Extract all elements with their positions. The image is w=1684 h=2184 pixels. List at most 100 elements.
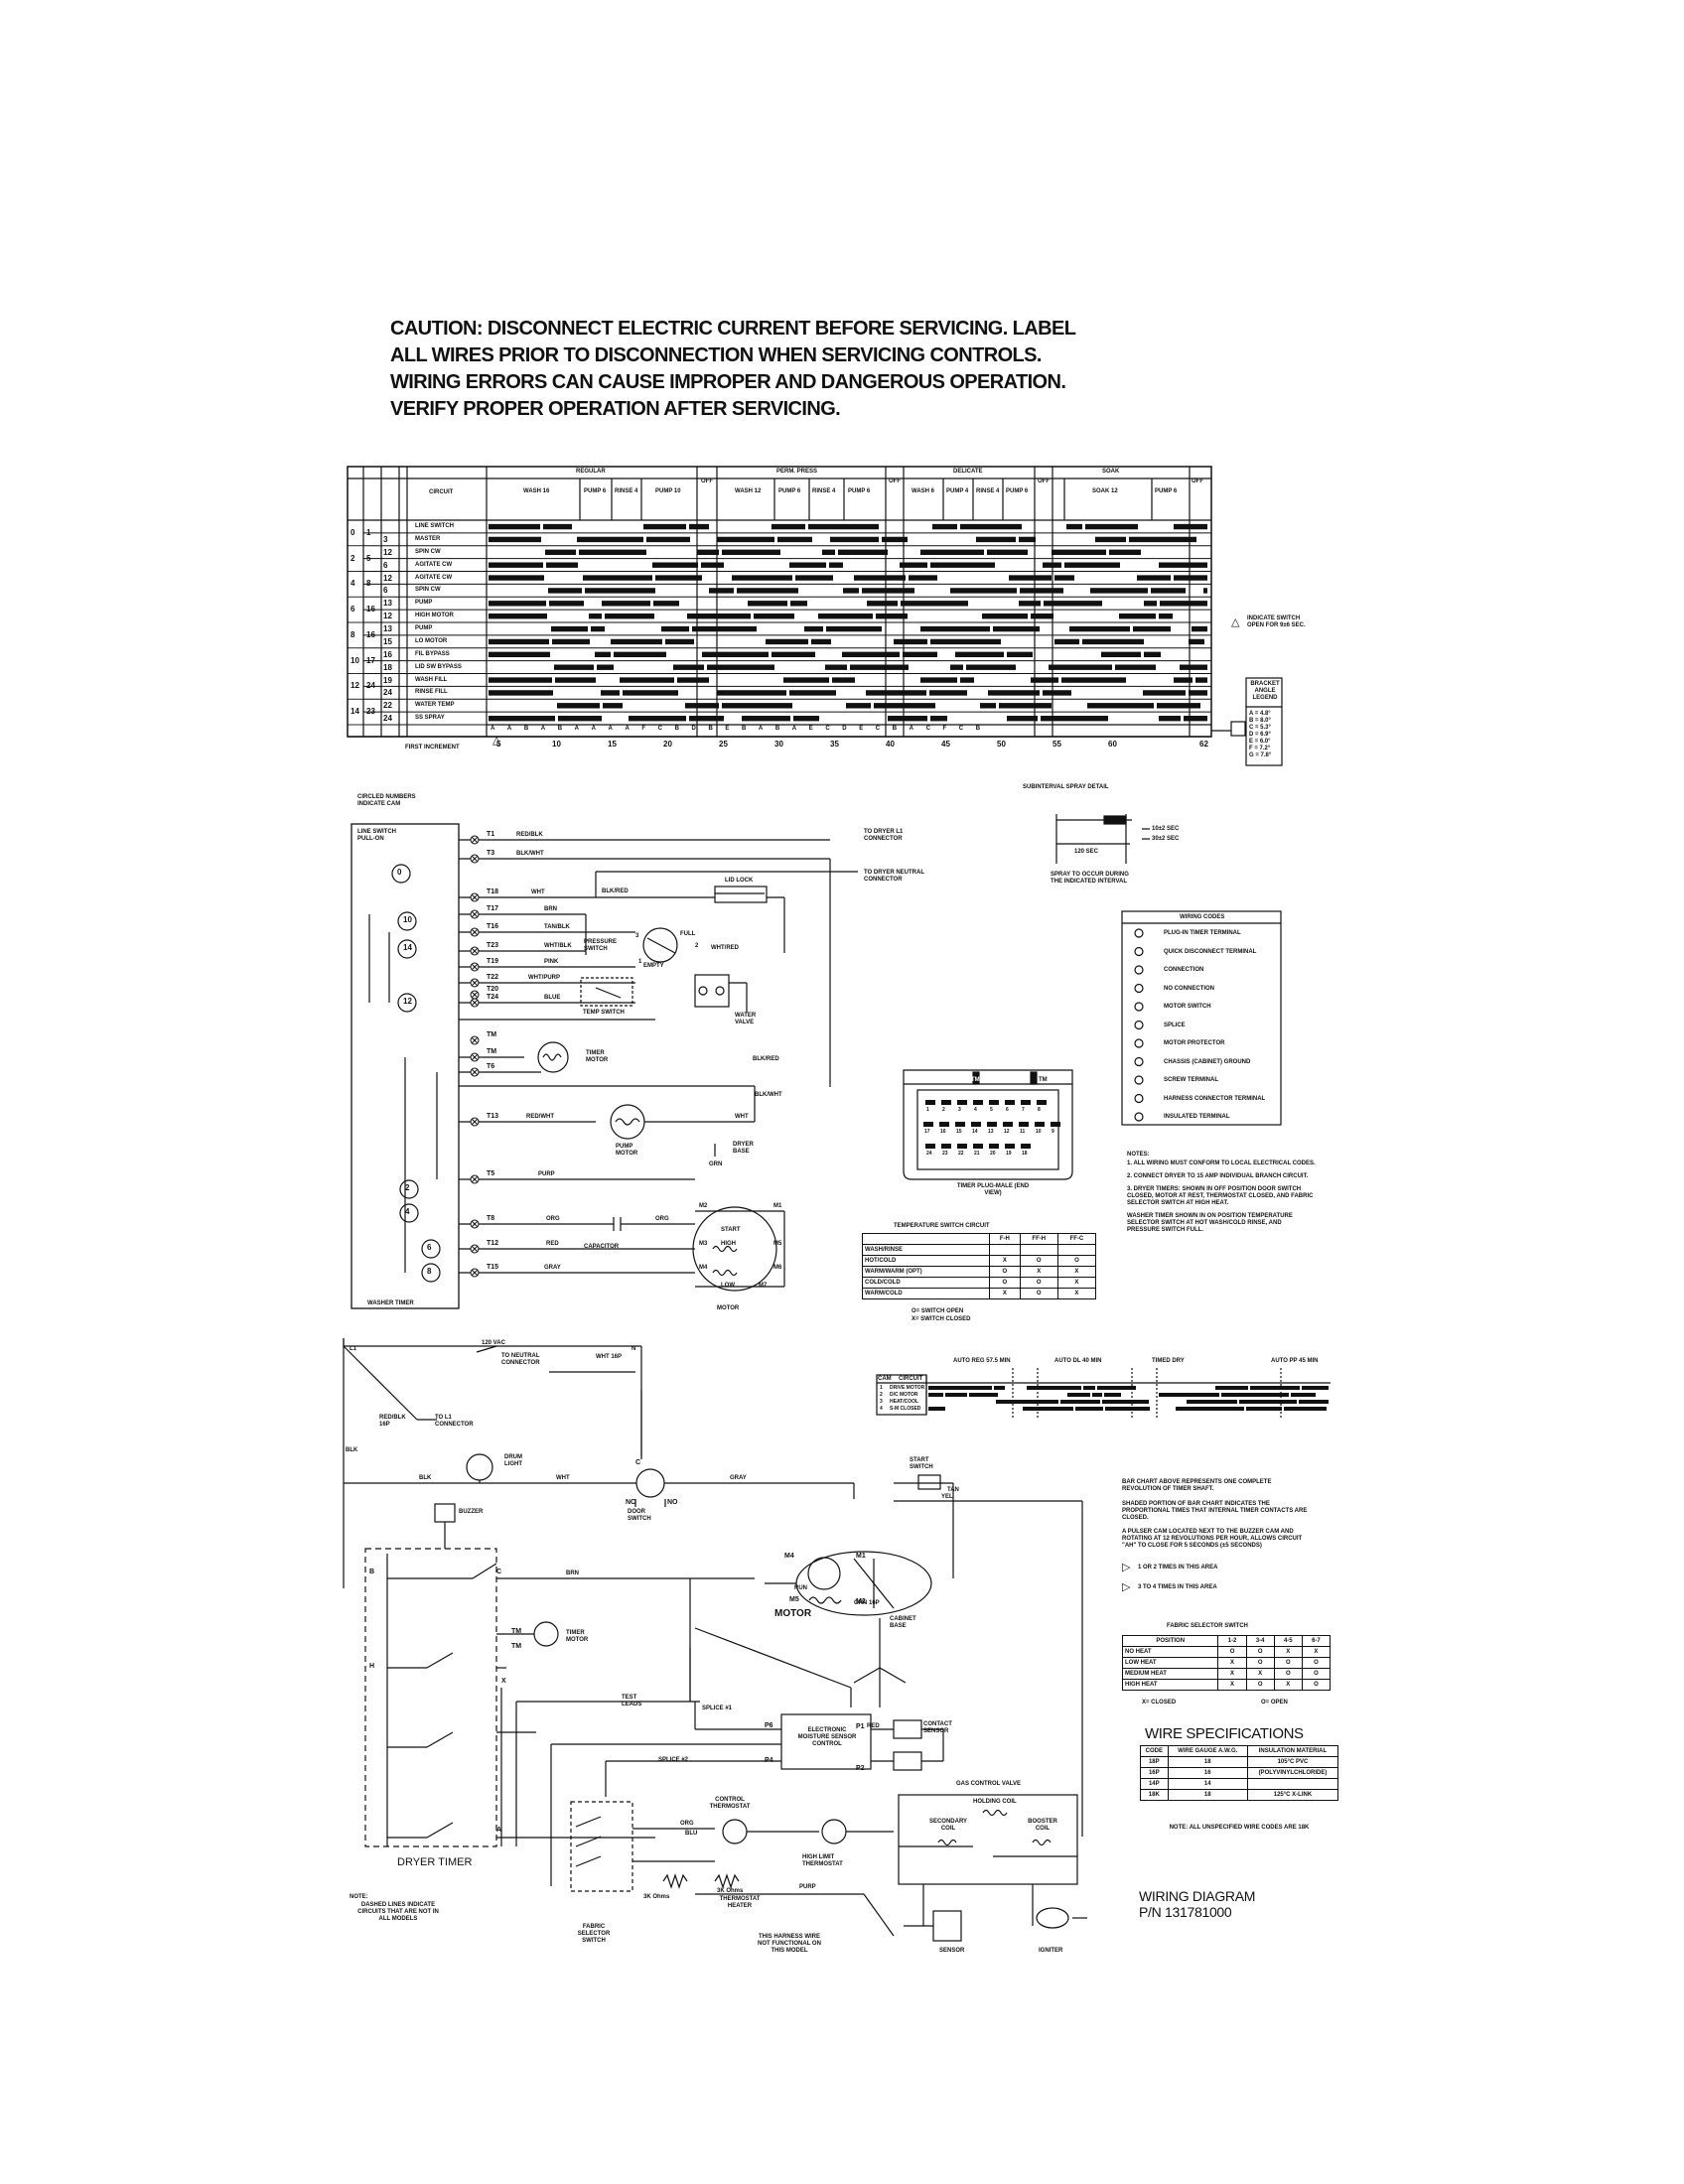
timer-bar — [1195, 677, 1207, 683]
timer-bar — [783, 677, 829, 683]
open-note: INDICATE SWITCH OPEN FOR 9±6 SEC. — [1247, 615, 1306, 628]
table-cell: HOT/COLD — [861, 1255, 991, 1267]
washer-wire-label: WHT — [735, 1114, 749, 1120]
washer-wire-label: BRN — [544, 906, 557, 912]
timer-bar — [643, 523, 686, 530]
chart-tick-label: 10 — [552, 740, 561, 749]
plug-pin — [939, 1122, 949, 1127]
timer-bar — [930, 562, 995, 568]
washer-wire-label: ORG — [546, 1216, 560, 1222]
plug-pin-number: 9 — [1052, 1129, 1054, 1135]
timer-bar — [554, 664, 594, 670]
timer-bar — [551, 625, 588, 632]
chart-tick-label: 15 — [608, 740, 617, 749]
wiring-code-symbol-icon — [1134, 928, 1144, 938]
note-1: 1. ALL WIRING MUST CONFORM TO LOCAL ELEC… — [1127, 1160, 1316, 1166]
table-cell: 16P — [1140, 1767, 1169, 1779]
plug-pin — [1021, 1100, 1031, 1105]
plug-pin-number: 7 — [1022, 1107, 1025, 1113]
timer-bar — [909, 575, 937, 581]
timer-bar — [1160, 601, 1207, 607]
chart-terminal-b: 12 — [383, 547, 392, 557]
plug-pin — [941, 1144, 951, 1149]
dryer-bar — [1221, 1393, 1289, 1397]
plug-tm-1: TM — [971, 1077, 980, 1083]
dryer-wire-label: YEL — [941, 1494, 953, 1500]
timer-bar — [1031, 613, 1053, 619]
bar-row-circuit: HEAT/COOL — [890, 1399, 919, 1405]
lid-lock-label: LID LOCK — [725, 878, 754, 884]
dryer-bar — [1215, 1386, 1248, 1390]
dryer-bar — [1291, 1393, 1316, 1397]
table-cell: MEDIUM HEAT — [1121, 1668, 1219, 1680]
timer-bar — [1159, 613, 1173, 619]
washer-terminal-label: T15 — [487, 1264, 499, 1271]
dryer-terminal-label: M2 — [856, 1598, 866, 1605]
dryer-wire-label: BLK — [419, 1475, 432, 1481]
timer-bar — [955, 651, 1004, 658]
chart-terminal-a: 5 — [366, 553, 371, 563]
washer-terminal-label: T20 — [487, 986, 499, 993]
step-label: PUMP 6 — [1006, 488, 1029, 494]
plug-pin — [1005, 1100, 1015, 1105]
chart-cam-number: 14 — [351, 707, 359, 717]
wiring-code-item: MOTOR SWITCH — [1164, 1004, 1211, 1010]
table-cell: 105°C PVC — [1246, 1756, 1339, 1768]
chart-terminal-b: 16 — [383, 649, 392, 659]
table-cell: X — [1273, 1679, 1303, 1691]
timer-bar — [846, 703, 871, 709]
plug-pin-number: 19 — [1006, 1151, 1012, 1157]
timer-bar — [722, 703, 792, 709]
timer-bar — [1159, 562, 1207, 568]
motor-terminal-label: M1 — [773, 1203, 782, 1209]
timer-bar — [950, 588, 1017, 594]
timer-bar — [709, 588, 734, 594]
step-label: PUMP 4 — [946, 488, 969, 494]
wiring-code-symbol-icon — [1134, 965, 1144, 975]
bracket-legend-title: BRACKET ANGLE LEGEND — [1250, 681, 1280, 701]
motor-high: HIGH — [721, 1241, 736, 1247]
timer-bar — [489, 613, 547, 619]
dryer-bar — [996, 1400, 1058, 1404]
washer-wire-label: RED/WHT — [526, 1114, 554, 1120]
dryer-bar — [1027, 1386, 1081, 1390]
ohms-label-2: 3K Ohms — [717, 1888, 744, 1894]
timer-bar — [804, 625, 823, 632]
chart-cam-number: 8 — [351, 629, 355, 639]
timer-bar — [901, 601, 968, 607]
chart-circuit-name: RINSE FILL — [415, 689, 448, 696]
door-switch-label: DOOR SWITCH — [628, 1509, 651, 1522]
washer-wire-label: RED/BLK — [516, 832, 543, 838]
cam-circle-icon — [399, 1203, 419, 1223]
timer-bar — [1203, 588, 1207, 594]
plug-pin — [955, 1122, 965, 1127]
timer-bar — [687, 613, 751, 619]
timer-bar — [545, 549, 576, 556]
timer-bar — [818, 613, 873, 619]
off-label: OFF — [701, 478, 713, 484]
timer-bar — [577, 536, 643, 543]
wire-specs-note: NOTE: ALL UNSPECIFIED WIRE CODES ARE 18K — [1169, 1825, 1310, 1831]
table-cell: 18 — [1167, 1756, 1248, 1768]
table-cell: O — [1245, 1646, 1275, 1658]
timer-bar — [772, 651, 815, 658]
timer-bar — [1087, 703, 1154, 709]
washer-terminal-label: T24 — [487, 994, 499, 1001]
dryer-wire-label: ORG — [680, 1821, 694, 1827]
timer-bar — [489, 651, 550, 658]
timer-bar — [862, 588, 914, 594]
timer-bar — [692, 625, 757, 632]
timer-bar — [1109, 549, 1141, 556]
empty-label: EMPTY — [643, 963, 664, 969]
timer-bar — [1082, 638, 1144, 645]
table-cell: O — [1273, 1657, 1303, 1669]
cam-number: 14 — [403, 943, 412, 952]
table-cell: WARM/WARM (OPT) — [861, 1266, 991, 1278]
washer-terminal-cross — [471, 999, 479, 1007]
timer-bar — [1192, 625, 1207, 632]
dryer-terminal-label: X — [501, 1678, 506, 1685]
timer-bar — [966, 664, 1016, 670]
chart-terminal-b: 15 — [383, 636, 392, 646]
